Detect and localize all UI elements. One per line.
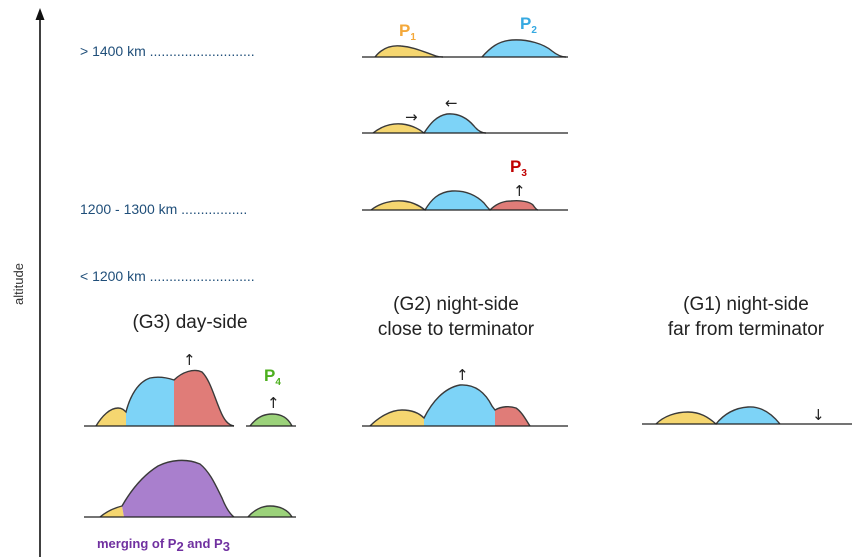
peak-label-p4: P4 bbox=[264, 366, 281, 388]
peak-p1-area bbox=[375, 45, 443, 57]
profile-outline bbox=[369, 384, 531, 427]
profile-outline bbox=[95, 369, 235, 427]
profile-g2-night-side: ↑ bbox=[362, 366, 568, 427]
peak-label-p1: P1 bbox=[399, 21, 416, 43]
up-arrow-icon: ↑ bbox=[183, 351, 196, 369]
altitude-axis-arrowhead bbox=[35, 8, 45, 20]
profile-outline bbox=[370, 190, 539, 212]
peak-p4-outline bbox=[249, 413, 293, 427]
altitude-level-labels: > 1400 km ........................... 12… bbox=[80, 43, 255, 284]
peak-p1-area bbox=[100, 506, 124, 517]
altitude-axis-label: altitude bbox=[11, 263, 26, 305]
peak-label-p3: P3 bbox=[510, 157, 527, 179]
g1-title-line2: far from terminator bbox=[668, 319, 825, 340]
group-titles: (G3) day-side (G2) night-side close to t… bbox=[132, 294, 824, 340]
g1-title-line1: (G1) night-side bbox=[683, 294, 809, 315]
peak-p2-area bbox=[424, 384, 495, 426]
profile-g1-night-side: ↓ bbox=[642, 406, 852, 426]
profile-g3-day-side: ↑ ↑ P4 bbox=[84, 351, 296, 427]
up-arrow-icon: ↑ bbox=[456, 366, 469, 384]
profile-g2-stage-2: → ← bbox=[362, 94, 568, 135]
g2-title-line2: close to terminator bbox=[378, 319, 535, 340]
altitude-axis: altitude bbox=[11, 8, 45, 557]
altitude-level-high: > 1400 km ........................... bbox=[80, 43, 255, 59]
down-arrow-icon: ↓ bbox=[812, 406, 825, 424]
up-arrow-icon: ↑ bbox=[513, 182, 526, 200]
peak-p3-area bbox=[174, 370, 234, 426]
right-arrow-icon: → bbox=[405, 108, 418, 126]
profile-g2-stage-3: P3 ↑ bbox=[362, 157, 568, 212]
profile-outline bbox=[372, 113, 487, 135]
profile-outline bbox=[99, 459, 235, 518]
peak-p2-area bbox=[424, 113, 486, 133]
peak-label-p2: P2 bbox=[520, 14, 537, 36]
peak-p3-area bbox=[490, 200, 538, 210]
peak-p1-area bbox=[370, 410, 424, 426]
peak-p2-area bbox=[482, 39, 566, 57]
peak-p2-area bbox=[126, 377, 174, 426]
profile-g3-merged: merging of P2 and P3 bbox=[84, 459, 296, 554]
altitude-level-mid: 1200 - 1300 km ................. bbox=[80, 201, 247, 217]
peak-p3-area bbox=[495, 406, 530, 426]
left-arrow-icon: ← bbox=[445, 94, 458, 112]
peak-p4-outline bbox=[247, 505, 293, 518]
up-arrow-icon: ↑ bbox=[267, 394, 280, 412]
g3-title: (G3) day-side bbox=[132, 312, 247, 333]
merge-caption: merging of P2 and P3 bbox=[97, 536, 230, 554]
altitude-level-low: < 1200 km ........................... bbox=[80, 268, 255, 284]
profile-g2-stage-1: P1 P2 bbox=[362, 14, 568, 58]
merged-p2-p3-area bbox=[122, 460, 234, 517]
peak-p1-area bbox=[96, 408, 126, 426]
g2-title-line1: (G2) night-side bbox=[393, 294, 519, 315]
